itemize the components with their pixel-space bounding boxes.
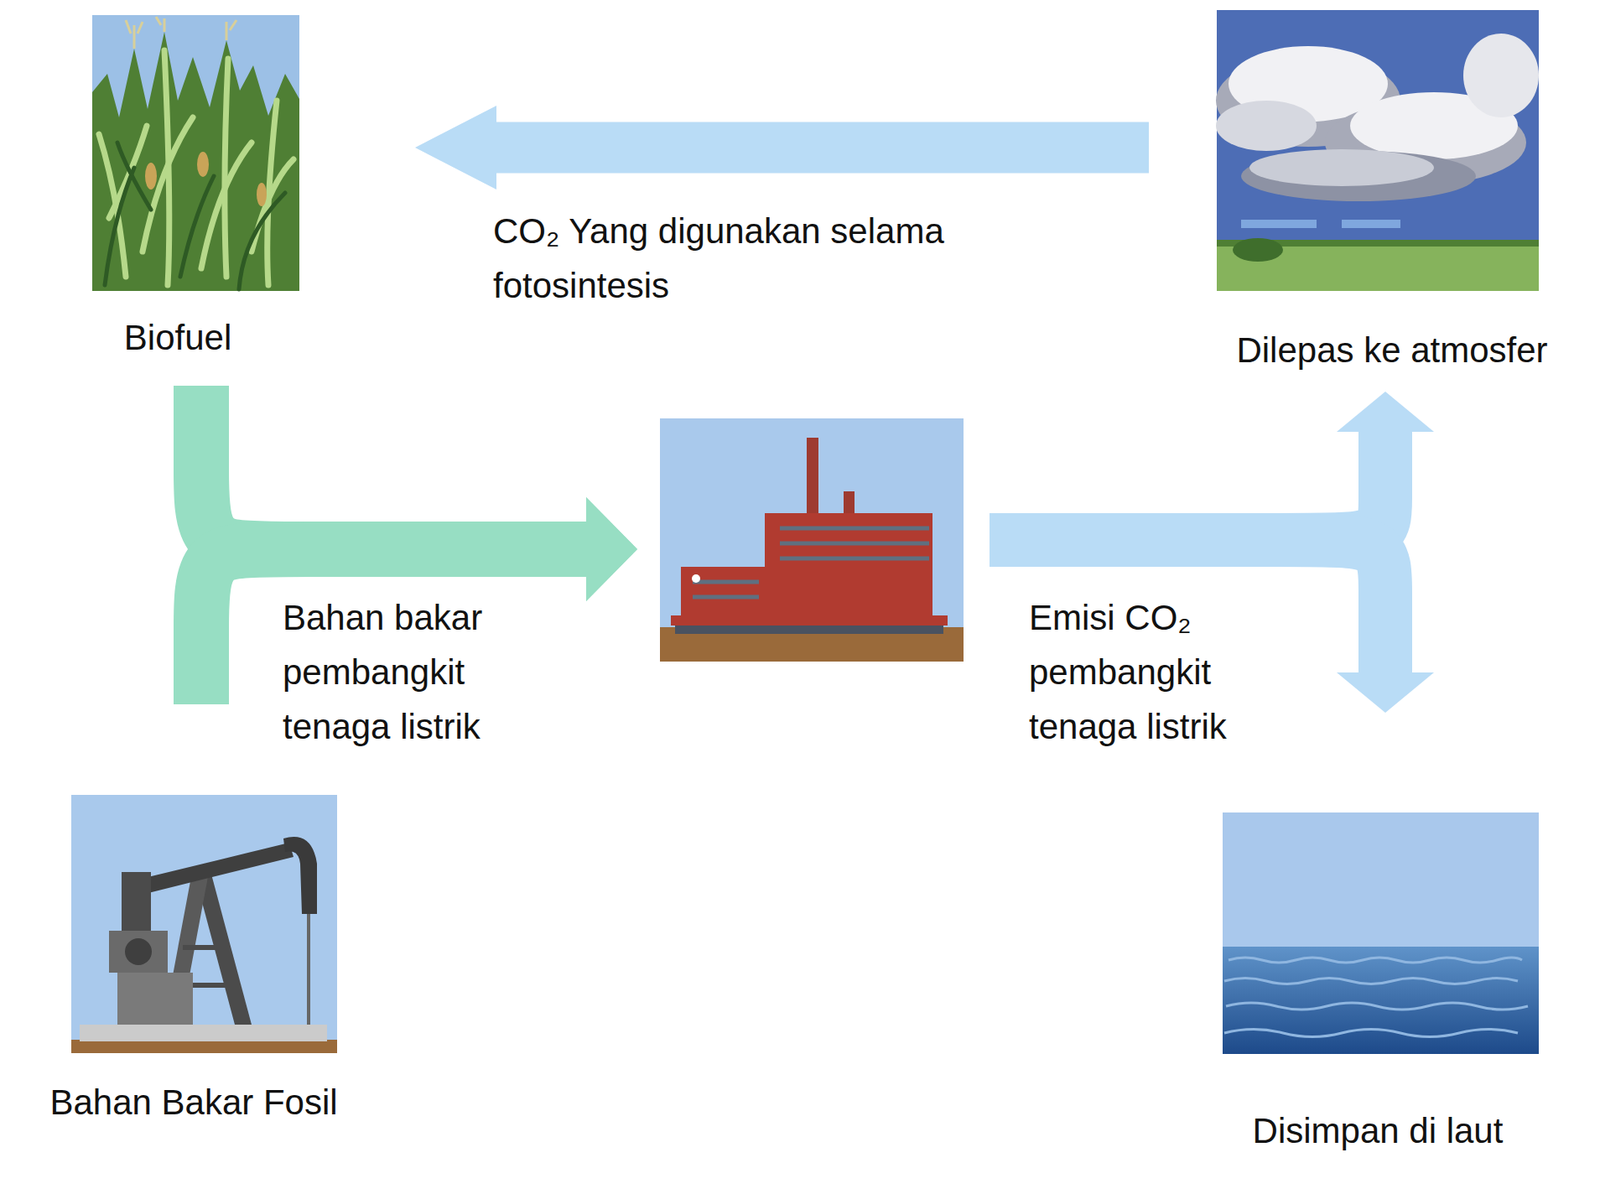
- atmosphere-node: Dilepas ke atmosfer: [1148, 10, 1581, 392]
- arrow-label: Bahan bakar pembangkit tenaga listrik: [282, 590, 535, 754]
- power-plant-node: [637, 418, 990, 662]
- node-caption: Disimpan di laut: [1252, 1110, 1504, 1153]
- arrow-head: [586, 497, 638, 602]
- corn-picture: [92, 15, 300, 291]
- node-caption: Bahan Bakar Fosil: [49, 1081, 338, 1124]
- arrow-head: [586, 497, 638, 602]
- node-caption: Dilepas ke atmosfer: [1236, 329, 1548, 372]
- oil-pump-picture: [71, 794, 338, 1054]
- ocean-node: Disimpan di laut: [1207, 712, 1560, 1162]
- arrow-head: [1336, 391, 1434, 432]
- arrow-label: Emisi CO₂ pembangkit tenaga listrik: [1028, 590, 1281, 754]
- biofuel-node: Biofuel: [92, 15, 416, 386]
- power-plant-picture: [659, 418, 964, 662]
- sky-picture: [1215, 10, 1539, 291]
- node-caption: Biofuel: [124, 316, 232, 359]
- fossil-fuel-node: Bahan Bakar Fosil: [25, 704, 361, 1141]
- arrow-head: [1336, 672, 1434, 713]
- ocean-picture: [1222, 812, 1539, 1055]
- arrow-label: CO₂ Yang digunakan selama fotosintesis: [493, 203, 980, 313]
- arrow-head: [415, 105, 497, 190]
- arrow-shaft: [494, 122, 1149, 174]
- connector-arrow: [415, 105, 1149, 190]
